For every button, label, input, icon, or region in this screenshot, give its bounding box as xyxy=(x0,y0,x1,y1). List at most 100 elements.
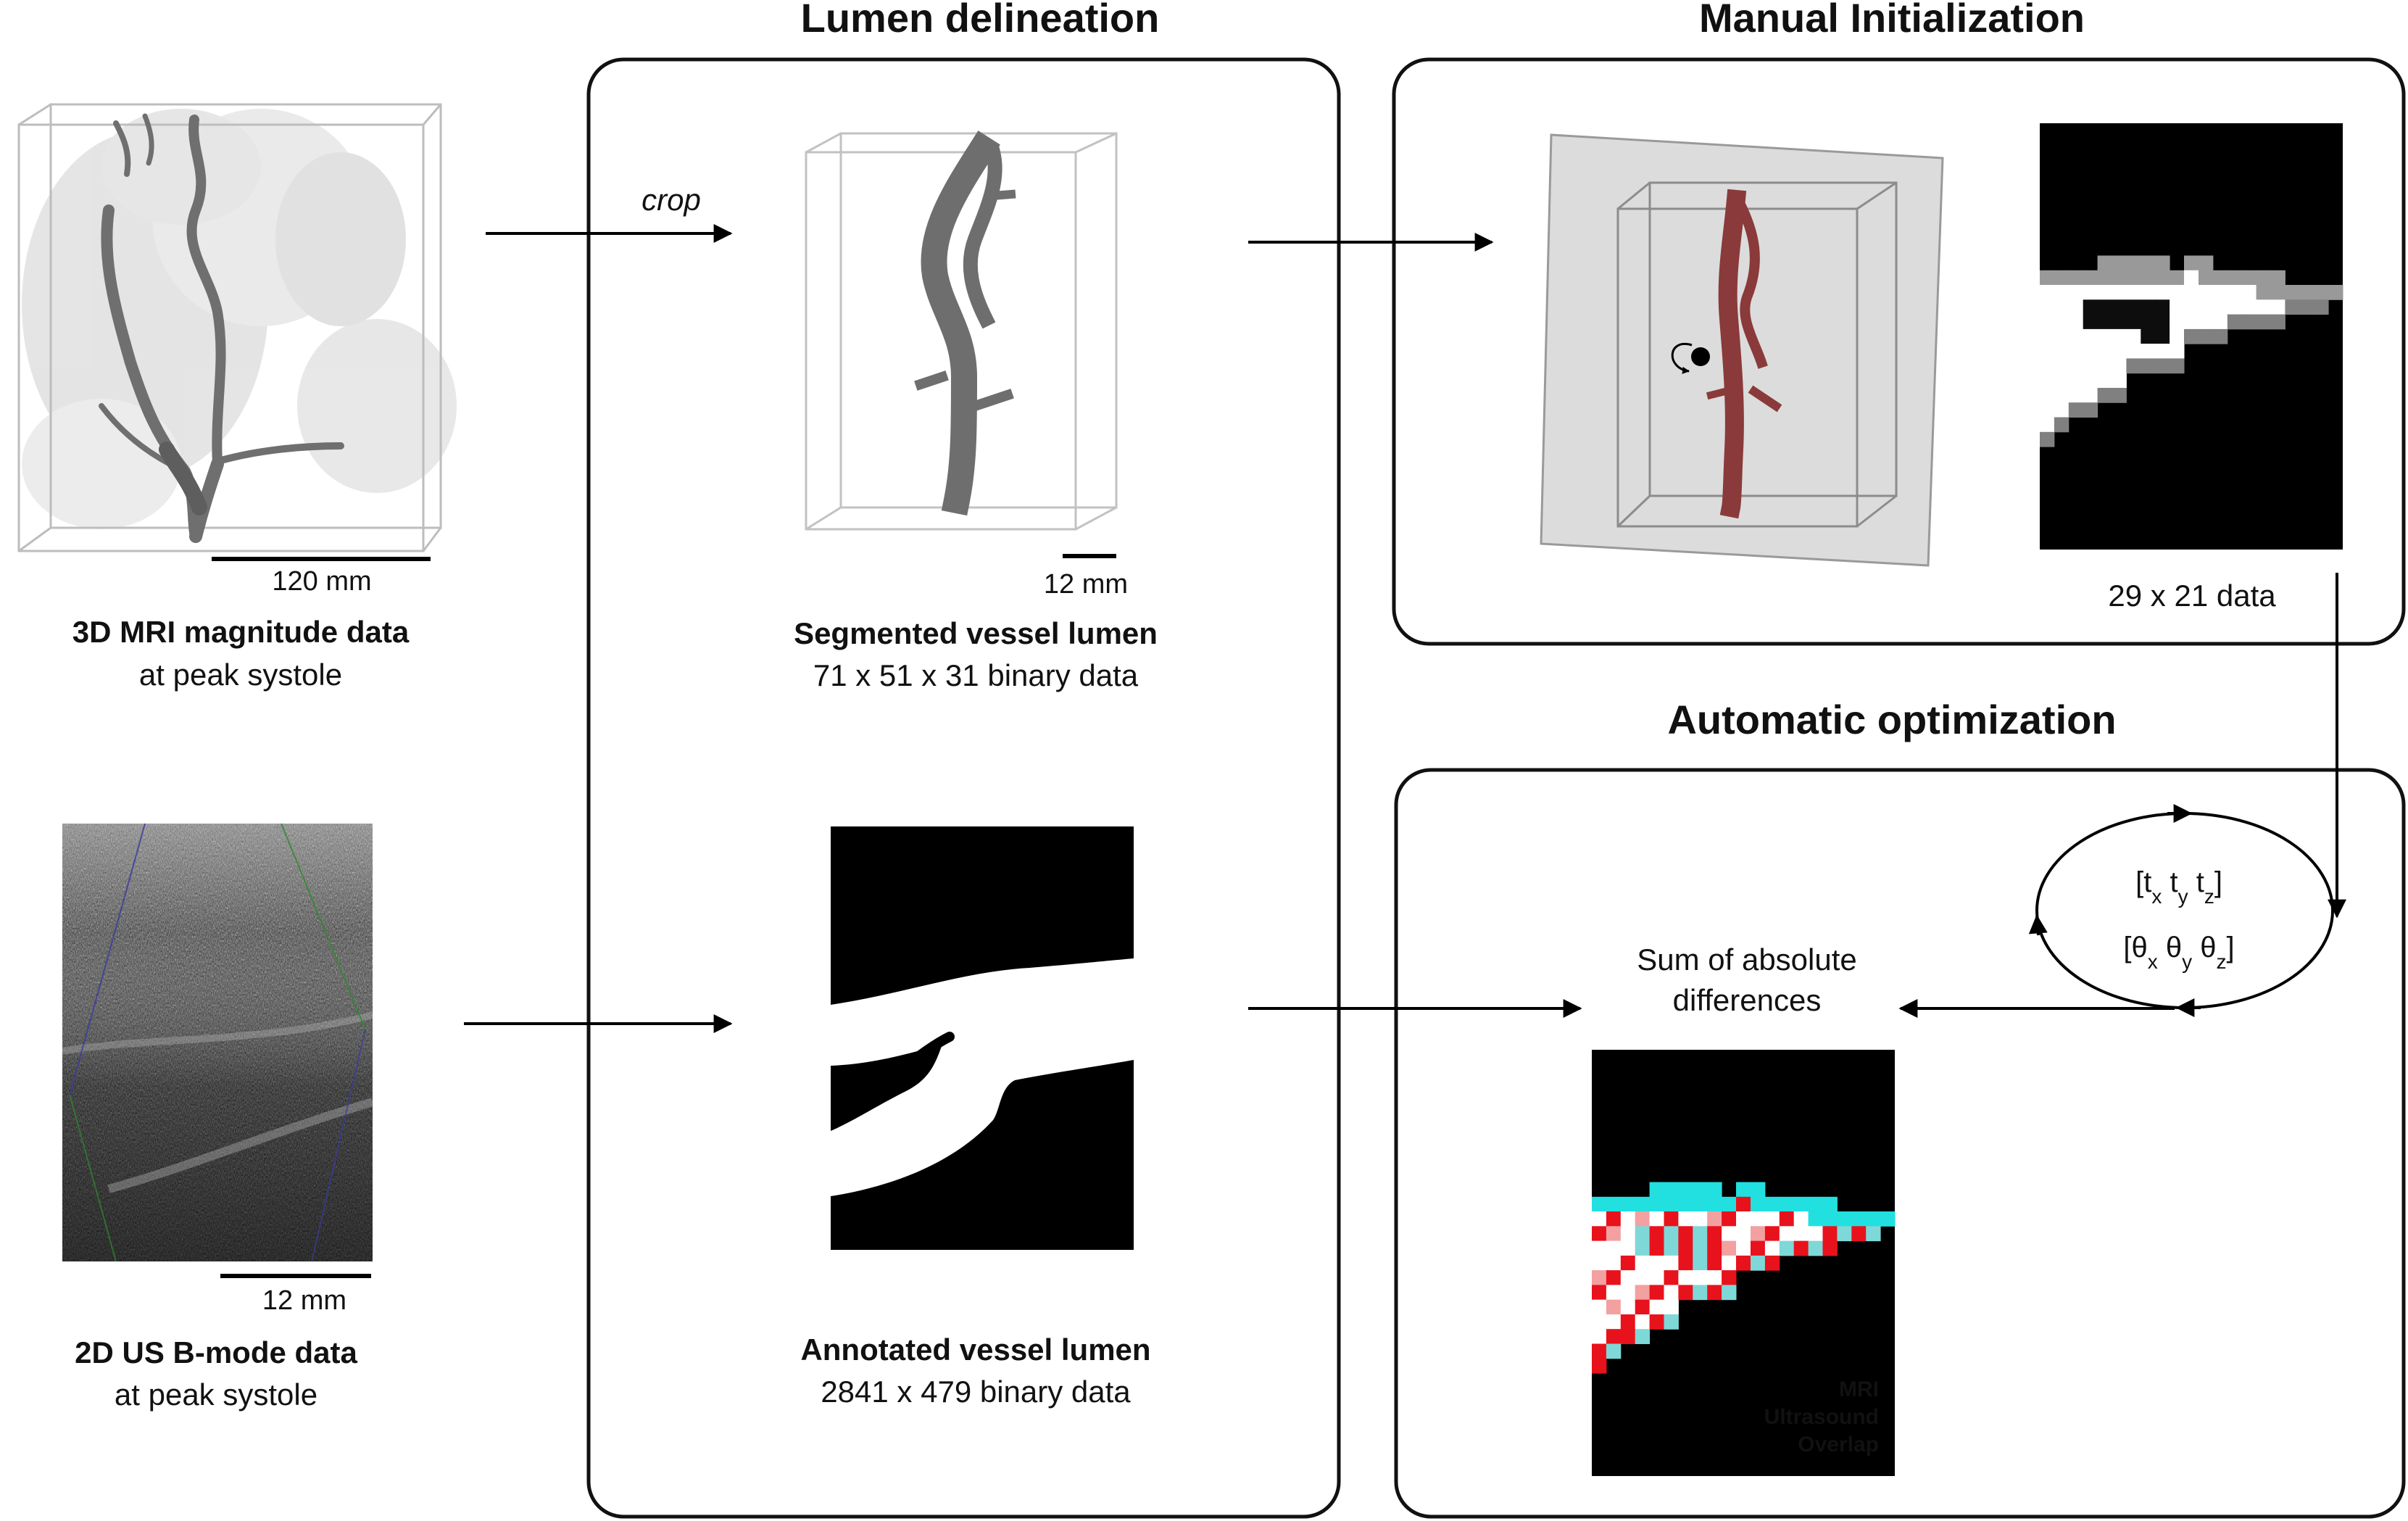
overlay-pixel xyxy=(1678,1240,1693,1256)
overlay-pixel xyxy=(1635,1226,1651,1242)
overlay-pixel xyxy=(1880,1211,1896,1227)
overlay-pixel xyxy=(1707,1285,1722,1301)
overlay-pixel xyxy=(1592,1343,1607,1359)
manual-pixel xyxy=(2256,299,2271,315)
overlay-pixel xyxy=(1722,1211,1737,1227)
overlay-pixel xyxy=(1649,1270,1664,1285)
manual-pixel xyxy=(2241,299,2257,315)
overlay-pixel xyxy=(1837,1211,1852,1227)
overlay-pixel xyxy=(1592,1285,1607,1301)
manual-pixel xyxy=(2040,417,2055,433)
overlay-pixel xyxy=(1707,1240,1722,1256)
overlay-pixel xyxy=(1592,1329,1607,1344)
mri-caption-subtitle: at peak systole xyxy=(139,658,342,692)
manual-pixel xyxy=(2126,358,2141,374)
manual-pixel xyxy=(2083,388,2098,403)
manual-pixel xyxy=(2112,299,2127,315)
manual-pixel xyxy=(2199,270,2214,286)
mri-volume-image xyxy=(17,103,457,552)
overlay-pixel xyxy=(1635,1299,1651,1315)
manual-pixel xyxy=(2083,314,2098,330)
manual-pixel xyxy=(2141,270,2156,286)
overlay-pixel xyxy=(1620,1285,1636,1301)
manual-pixel xyxy=(2054,402,2069,418)
manual-pixel xyxy=(2040,373,2055,389)
sad-label-line2: differences xyxy=(1673,983,1822,1017)
overlay-pixel xyxy=(1635,1240,1651,1256)
manual-pixel xyxy=(2314,299,2329,315)
overlay-pixel xyxy=(1635,1196,1651,1212)
overlay-pixel xyxy=(1764,1226,1780,1242)
manual-pixel xyxy=(2155,299,2170,315)
manual-pixel xyxy=(2097,344,2112,359)
manual-pixel xyxy=(2199,314,2214,330)
overlay-pixel xyxy=(1620,1270,1636,1285)
overlay-pixel xyxy=(1678,1285,1693,1301)
overlay-image xyxy=(1592,1050,1896,1476)
manual-pixel xyxy=(2212,285,2228,300)
overlay-pixel xyxy=(1649,1196,1664,1212)
overlay-pixel xyxy=(1649,1182,1664,1198)
mri-caption-title: 3D MRI magnitude data xyxy=(72,615,410,649)
overlay-pixel xyxy=(1822,1226,1838,1242)
overlay-pixel xyxy=(1808,1226,1823,1242)
rotation-pivot-icon xyxy=(1691,347,1710,366)
overlay-pixel xyxy=(1808,1240,1823,1256)
overlay-pixel xyxy=(1620,1314,1636,1330)
manual-pixel xyxy=(2170,299,2185,315)
overlay-pixel xyxy=(1736,1196,1751,1212)
us-scale-label: 12 mm xyxy=(262,1285,346,1316)
overlay-pixel xyxy=(1606,1299,1622,1315)
overlay-pixel xyxy=(1793,1226,1809,1242)
manual-pixel xyxy=(2256,285,2271,300)
overlay-pixel xyxy=(1620,1196,1636,1212)
overlay-pixel xyxy=(1707,1270,1722,1285)
overlay-pixel xyxy=(1693,1196,1708,1212)
manual-pixel xyxy=(2170,285,2185,300)
manual-pixel xyxy=(2184,270,2199,286)
sad-label-line1: Sum of absolute xyxy=(1637,942,1857,977)
us-caption-title: 2D US B-mode data xyxy=(75,1335,357,1369)
overlay-pixel xyxy=(1592,1358,1607,1374)
manual-pixel xyxy=(2083,358,2098,374)
manual-pixel xyxy=(2141,299,2156,315)
overlay-pixel xyxy=(1664,1270,1679,1285)
manual-data-label: 29 x 21 data xyxy=(2108,579,2276,613)
manual-pixel xyxy=(2141,344,2156,359)
manual-pixel xyxy=(2068,358,2084,374)
manual-pixel xyxy=(2141,285,2156,300)
rotation-params: [θx θy θz] xyxy=(2123,932,2234,973)
segmented-vessel-image xyxy=(805,130,1118,531)
manual-pixel xyxy=(2155,328,2170,344)
overlay-pixel xyxy=(1620,1329,1636,1344)
overlay-pixel xyxy=(1606,1343,1622,1359)
manual-pixel xyxy=(2199,328,2214,344)
loop-arrow-left xyxy=(2028,914,2048,936)
overlay-pixel xyxy=(1664,1226,1679,1242)
manual-pixel xyxy=(2285,299,2300,315)
translation-params: [tx ty tz] xyxy=(2135,866,2222,908)
manual-pixel xyxy=(2227,314,2243,330)
manual-pixel xyxy=(2126,285,2141,300)
overlay-pixel xyxy=(1678,1182,1693,1198)
overlay-pixel xyxy=(1649,1314,1664,1330)
overlay-pixel xyxy=(1635,1270,1651,1285)
manual-pixel xyxy=(2097,270,2112,286)
overlay-pixel xyxy=(1707,1255,1722,1271)
manual-pixel xyxy=(2170,328,2185,344)
manual-pixel xyxy=(2097,388,2112,403)
manual-pixel xyxy=(2040,314,2055,330)
overlay-pixel xyxy=(1635,1211,1651,1227)
manual-pixel xyxy=(2054,417,2069,433)
manual-pixel xyxy=(2112,344,2127,359)
overlay-pixel xyxy=(1606,1270,1622,1285)
manual-pixel xyxy=(2068,285,2084,300)
manual-pixel xyxy=(2083,373,2098,389)
annotated-lumen-image xyxy=(831,826,1134,1250)
overlay-pixel xyxy=(1664,1240,1679,1256)
panel-lumen-delineation xyxy=(586,57,1341,1519)
overlay-pixel xyxy=(1649,1226,1664,1242)
manual-pixel xyxy=(2083,299,2098,315)
crop-label: crop xyxy=(642,183,701,217)
overlay-pixel xyxy=(1837,1226,1852,1242)
